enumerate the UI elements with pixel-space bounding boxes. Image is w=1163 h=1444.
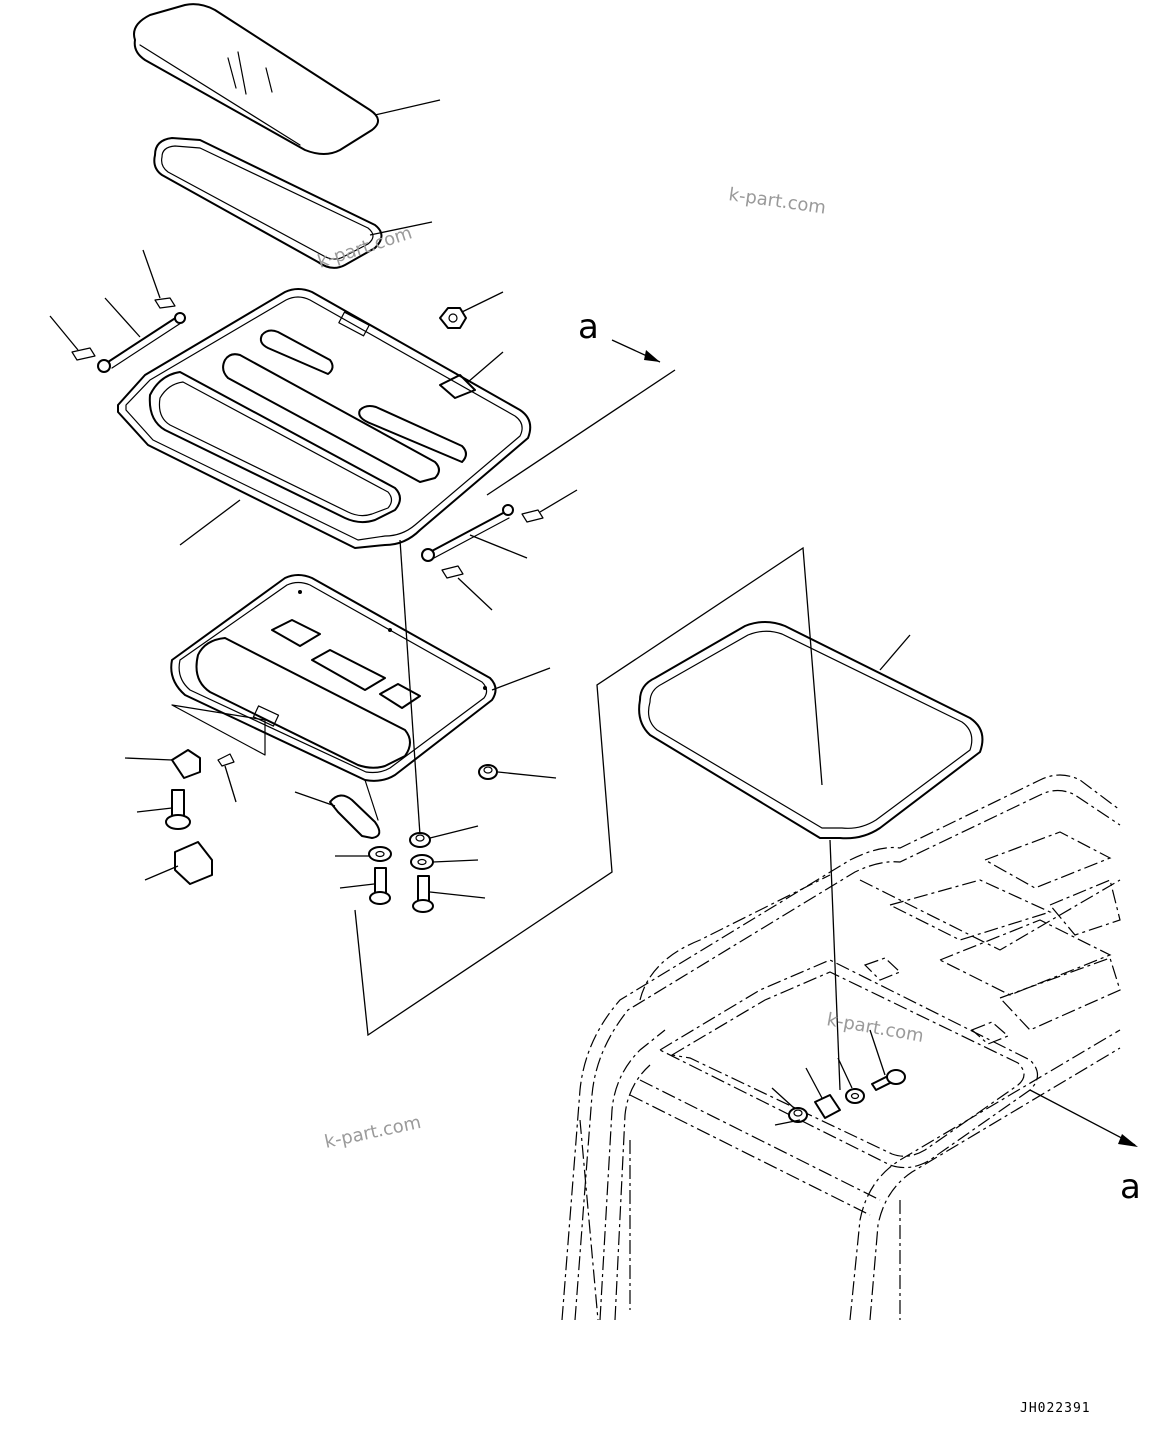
leader-line <box>467 351 504 383</box>
assembly-bracket-line <box>354 546 823 1037</box>
washer <box>845 1088 865 1104</box>
leader-line <box>224 765 237 803</box>
view-arrow-bottom <box>1029 1089 1136 1146</box>
view-label-top: a <box>578 307 599 347</box>
watermark: k-part.com <box>727 184 827 218</box>
leader-line <box>179 499 241 546</box>
washer <box>368 846 392 862</box>
retaining-clip <box>441 565 464 579</box>
leader-line <box>432 859 479 863</box>
watermark: k-part.com <box>323 1112 423 1153</box>
leader-line <box>429 825 479 839</box>
flange-nut <box>439 307 467 329</box>
retaining-clip <box>71 347 96 361</box>
leader-line <box>124 757 173 761</box>
leader-line <box>294 791 336 807</box>
retaining-clip <box>154 297 176 309</box>
arrowhead-icon <box>1118 1134 1138 1147</box>
retaining-clip <box>521 509 544 523</box>
cab-roof <box>561 774 1121 1321</box>
gas-strut-right <box>421 504 514 562</box>
view-label-bottom: a <box>1120 1167 1141 1207</box>
roof-hatch-frame <box>117 288 532 549</box>
washer <box>410 854 434 870</box>
leader-line <box>136 807 173 813</box>
leader-line <box>497 771 557 779</box>
bolt <box>369 867 391 905</box>
alignment-line <box>829 839 841 1091</box>
latch-bracket <box>171 749 201 779</box>
leader-line <box>457 577 493 611</box>
flange-nut <box>478 764 498 780</box>
bracket <box>439 374 476 399</box>
screw <box>217 753 235 767</box>
watermark: k-part.com <box>825 1009 925 1047</box>
clip-nut <box>814 1094 841 1119</box>
leader-line <box>879 634 911 671</box>
nut <box>788 1107 808 1123</box>
leader-line <box>144 865 179 881</box>
leader-line <box>869 1029 886 1076</box>
leader-line <box>369 221 433 236</box>
leader-line <box>539 489 578 513</box>
inner-hatch-frame <box>170 574 497 782</box>
roof-glass <box>133 3 379 155</box>
glass-seal <box>153 137 383 269</box>
leader-line <box>469 534 528 559</box>
bolt <box>871 1069 906 1091</box>
leader-line <box>142 249 161 299</box>
leader-line <box>805 1067 823 1099</box>
gas-strut-left <box>97 312 186 373</box>
drawing-code: JH022391 <box>1020 1401 1091 1416</box>
nut <box>409 832 431 848</box>
alignment-line <box>364 779 379 821</box>
leader-line <box>49 315 79 351</box>
arrowhead-icon <box>644 350 660 362</box>
alignment-line <box>486 369 676 496</box>
leader-line <box>104 297 141 338</box>
leader-line <box>339 883 375 889</box>
cab-opening-seal <box>638 621 984 840</box>
callout-box <box>171 704 266 756</box>
latch-clip <box>174 841 213 885</box>
handle <box>329 794 381 839</box>
bolt <box>412 875 434 913</box>
leader-line <box>461 291 504 313</box>
leader-line <box>374 99 441 116</box>
leader-line <box>429 891 486 899</box>
bolt-left <box>165 789 191 830</box>
watermark: k-part.com <box>315 222 415 272</box>
leader-line <box>491 667 551 691</box>
alignment-line <box>774 1119 801 1126</box>
leader-line <box>771 1087 795 1109</box>
leader-line <box>837 1057 853 1089</box>
alignment-line <box>399 539 421 836</box>
